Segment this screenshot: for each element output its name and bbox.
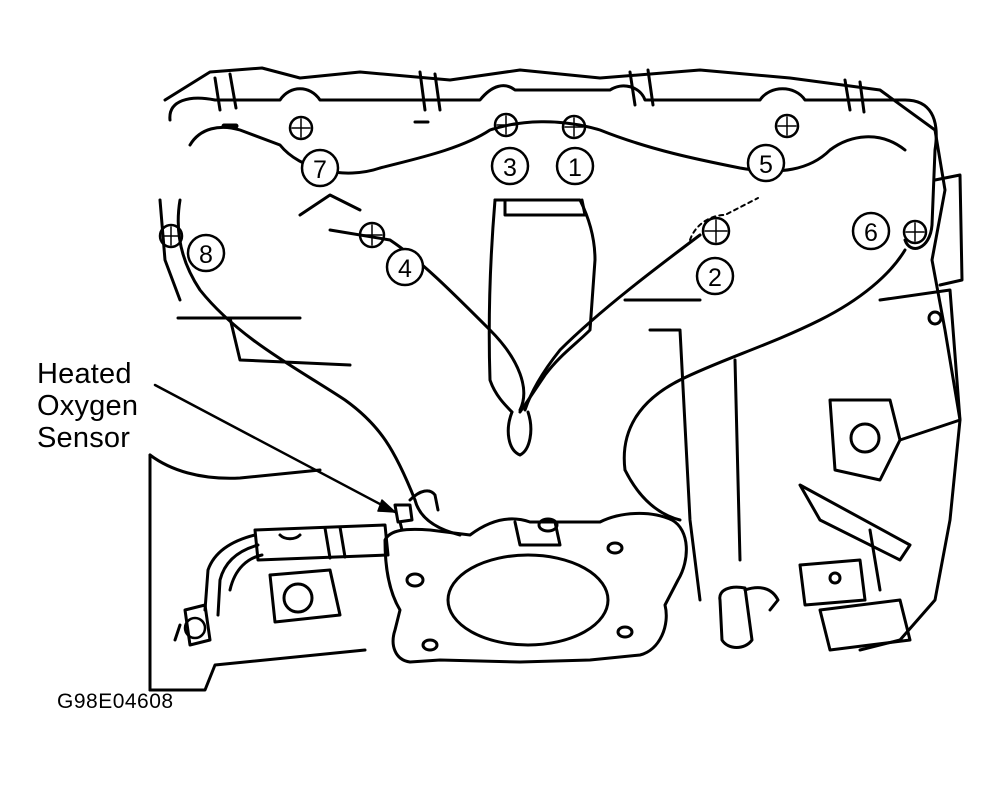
engine-top-ribs bbox=[213, 68, 866, 129]
bolt-label-3: 3 bbox=[490, 146, 530, 186]
bolt-7-head bbox=[288, 115, 314, 141]
bolt-2-guide bbox=[689, 197, 759, 241]
sensor-wiring-harness bbox=[173, 523, 390, 647]
bolt-1-head bbox=[561, 114, 587, 140]
bolt-4-head bbox=[358, 221, 386, 249]
engine-block-outline bbox=[148, 66, 964, 692]
bolts bbox=[158, 112, 928, 640]
svg-text:8: 8 bbox=[199, 241, 213, 269]
bolt-label-8: 8 bbox=[186, 233, 226, 273]
svg-text:2: 2 bbox=[708, 264, 722, 292]
bolt-6-head bbox=[902, 219, 928, 245]
svg-text:7: 7 bbox=[313, 156, 327, 184]
figure-id: G98E04608 bbox=[57, 690, 174, 713]
bolt-number-labels: 8 7 4 3 1 2 5 6 bbox=[186, 143, 891, 296]
callout-line-3: Sensor bbox=[37, 422, 131, 454]
engine-bolt bbox=[183, 616, 207, 640]
heated-oxygen-sensor-label: Heated Oxygen Sensor bbox=[37, 358, 138, 454]
callout-line-1: Heated bbox=[37, 358, 132, 390]
bolt-label-6: 6 bbox=[851, 211, 891, 251]
bolt-label-2: 2 bbox=[695, 256, 735, 296]
bolt-3-head bbox=[493, 112, 519, 138]
bolt-label-4: 4 bbox=[385, 247, 425, 287]
exhaust-manifold bbox=[168, 84, 938, 664]
bolt-label-1: 1 bbox=[555, 146, 595, 186]
bolt-label-5: 5 bbox=[746, 143, 786, 183]
svg-text:4: 4 bbox=[398, 255, 412, 283]
callout-line-2: Oxygen bbox=[37, 390, 139, 422]
svg-text:3: 3 bbox=[503, 154, 517, 182]
callout-arrowhead bbox=[377, 499, 396, 513]
svg-text:6: 6 bbox=[864, 219, 878, 247]
manifold-bracket bbox=[718, 310, 943, 649]
svg-text:5: 5 bbox=[759, 151, 773, 179]
bolt-label-7: 7 bbox=[300, 148, 340, 188]
bolt-5-head bbox=[774, 113, 800, 139]
bolt-8-head bbox=[158, 223, 184, 249]
bolt-2-head bbox=[701, 216, 731, 246]
oxygen-sensor bbox=[393, 489, 440, 532]
svg-text:1: 1 bbox=[568, 154, 582, 182]
callout-leader-line bbox=[153, 383, 397, 514]
